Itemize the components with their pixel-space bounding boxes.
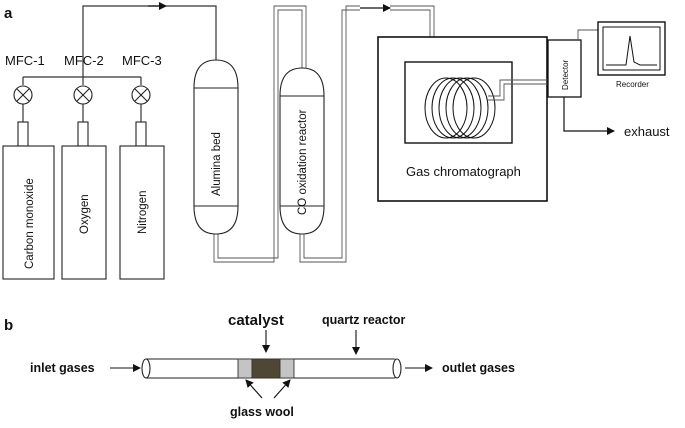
tubing-alumina-to-reactor bbox=[213, 5, 307, 263]
gc-column-coil bbox=[424, 77, 496, 139]
tubing-gc-to-detector bbox=[488, 79, 552, 101]
cylinder-nitrogen bbox=[119, 145, 165, 280]
mfc-3-label: MFC-3 bbox=[122, 53, 162, 68]
quartz-tube-outlet-end bbox=[392, 358, 402, 379]
glass-wool-pointer-left bbox=[245, 379, 263, 399]
cylinder-oxygen bbox=[61, 145, 107, 280]
detector-box bbox=[547, 39, 582, 98]
cylinder-3-label: Nitrogen bbox=[137, 191, 149, 234]
reactor-label: CO oxidation reactor bbox=[297, 109, 309, 215]
panel-b-label: b bbox=[4, 317, 13, 334]
mfc-valve-1 bbox=[13, 85, 33, 105]
catalyst-bed bbox=[251, 358, 281, 379]
cylinder-2-label: Oxygen bbox=[79, 194, 91, 234]
exhaust-label: exhaust bbox=[624, 124, 670, 139]
cylinder-1-valve bbox=[17, 121, 29, 147]
catalyst-label: catalyst bbox=[228, 312, 284, 329]
recorder-label: Recorder bbox=[616, 80, 649, 89]
signal-line-recorder bbox=[577, 29, 598, 40]
gas-chromatograph-outer bbox=[377, 36, 548, 202]
gc-label: Gas chromatograph bbox=[406, 164, 521, 179]
recorder-peak bbox=[606, 35, 657, 66]
mfc-2-label: MFC-2 bbox=[64, 53, 104, 68]
gas-chromatograph-inner bbox=[404, 61, 513, 144]
quartz-reactor-label: quartz reactor bbox=[322, 313, 405, 327]
alumina-bed-label: Alumina bed bbox=[211, 132, 223, 196]
quartz-tube-inlet-end bbox=[141, 358, 151, 379]
mfc-1-label: MFC-1 bbox=[5, 53, 45, 68]
mfc-valve-2 bbox=[73, 85, 93, 105]
glass-wool-pointer-right bbox=[273, 379, 291, 399]
detector-label: Detector bbox=[561, 59, 570, 90]
glass-wool-left bbox=[237, 358, 253, 379]
cylinder-carbon-monoxide bbox=[2, 145, 55, 280]
outlet-gases-label: outlet gases bbox=[442, 361, 515, 375]
glass-wool-right bbox=[279, 358, 295, 379]
cylinder-1-label: Carbon monoxide bbox=[24, 178, 36, 269]
exhaust-line bbox=[563, 97, 615, 135]
gas-line-network bbox=[22, 5, 217, 85]
cylinder-3-valve bbox=[135, 121, 147, 147]
panel-a-label: a bbox=[4, 5, 13, 22]
tubing-reactor-to-gc bbox=[299, 5, 360, 263]
cylinder-2-valve bbox=[77, 121, 89, 147]
mfc-valve-3 bbox=[131, 85, 151, 105]
glass-wool-label: glass wool bbox=[230, 405, 294, 419]
inlet-gases-label: inlet gases bbox=[30, 361, 95, 375]
